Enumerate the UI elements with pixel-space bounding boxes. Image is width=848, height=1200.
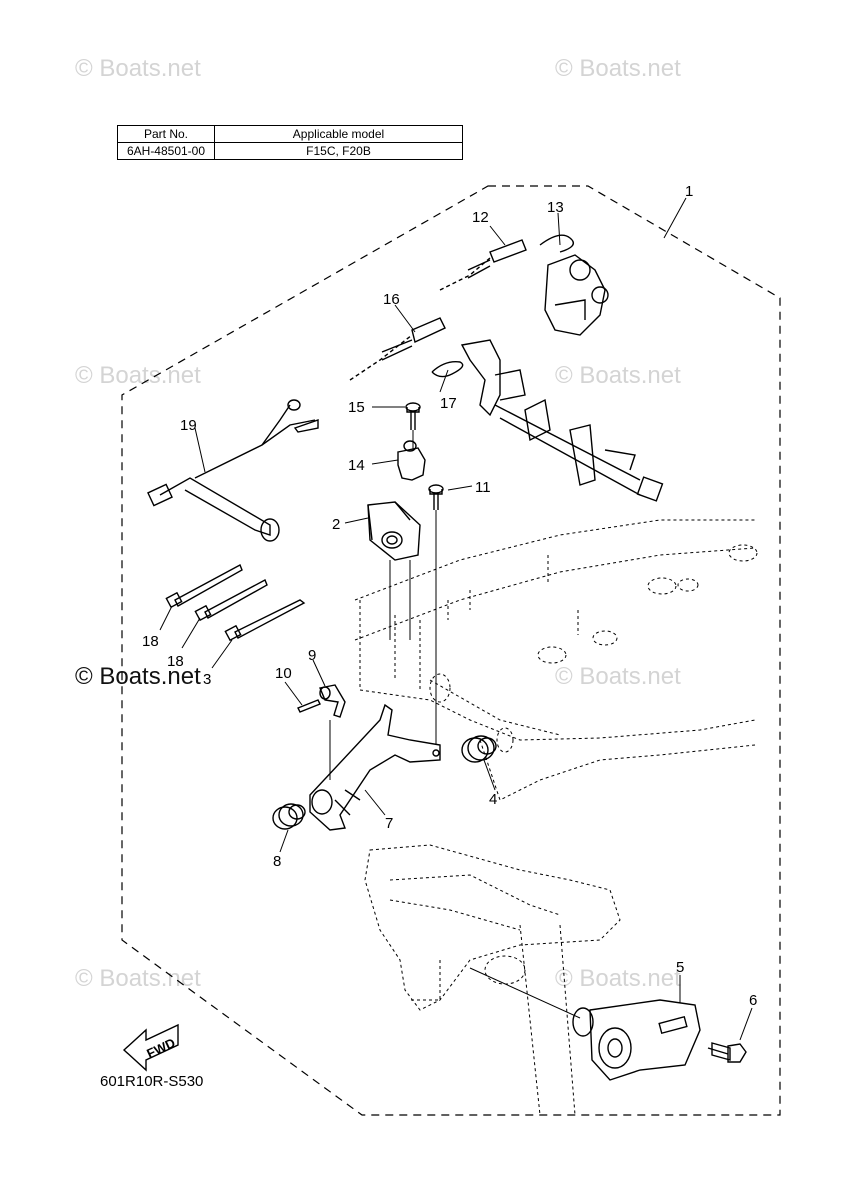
callout-10: 10 bbox=[275, 665, 292, 682]
watermark-dark: © Boats.net bbox=[75, 663, 201, 690]
part-19-harness bbox=[147, 399, 319, 542]
callout-18: 18 bbox=[142, 633, 159, 650]
callout-14: 14 bbox=[348, 457, 365, 474]
table-row: 6AH-48501-00 F15C, F20B bbox=[117, 142, 463, 160]
callout-11: 11 bbox=[475, 479, 491, 496]
part-5-bracket bbox=[572, 999, 701, 1081]
callout-12: 12 bbox=[472, 209, 489, 226]
part-16-cable-joint bbox=[349, 317, 446, 381]
diagram-code: 601R10R-S530 bbox=[100, 1073, 204, 1090]
fwd-arrow-icon bbox=[122, 1023, 179, 1072]
assembly-boundary bbox=[121, 185, 781, 1116]
callout-18: 18 bbox=[167, 653, 184, 670]
callout-6: 6 bbox=[749, 992, 757, 1009]
callout-4: 4 bbox=[489, 791, 497, 808]
shift-lever bbox=[460, 339, 664, 502]
part-7-bracket bbox=[309, 703, 441, 831]
part-15-bolt bbox=[405, 402, 421, 430]
part-8-grommet bbox=[272, 803, 306, 830]
bottom-cowling bbox=[354, 519, 758, 801]
part-3-cable-tie bbox=[224, 599, 306, 642]
callout-1: 1 bbox=[685, 183, 693, 200]
part-9-clip bbox=[319, 684, 346, 718]
swivel-bracket bbox=[364, 844, 621, 1116]
callout-8: 8 bbox=[273, 853, 281, 870]
part-11-bolt bbox=[428, 484, 444, 510]
part-12-cable-joint bbox=[439, 239, 527, 291]
callout-13: 13 bbox=[547, 199, 564, 216]
model-cell: F15C, F20B bbox=[214, 142, 463, 160]
part-17-clip bbox=[431, 361, 464, 378]
part-6-bolt bbox=[707, 1042, 747, 1063]
applicable-model-table: Part No. Applicable model 6AH-48501-00 F… bbox=[117, 125, 463, 160]
callout-19: 19 bbox=[180, 417, 197, 434]
part-4-grommet bbox=[461, 735, 497, 763]
part-10-pin bbox=[297, 699, 321, 713]
callout-5: 5 bbox=[676, 959, 684, 976]
callout-numbers: 1 2 3 4 5 6 7 8 9 10 11 12 13 14 15 16 1… bbox=[142, 183, 757, 1009]
callout-leaders bbox=[159, 197, 753, 1041]
callout-7: 7 bbox=[385, 815, 393, 832]
guide-lines bbox=[329, 430, 581, 1019]
part-14-holder bbox=[397, 440, 426, 481]
part-18-cable-tie bbox=[194, 579, 268, 622]
part-2-damper bbox=[367, 501, 421, 561]
callout-3: 3 bbox=[203, 671, 211, 688]
callout-2: 2 bbox=[332, 516, 340, 533]
throttle-lever bbox=[544, 254, 609, 336]
callout-16: 16 bbox=[383, 291, 400, 308]
callout-17: 17 bbox=[440, 395, 457, 412]
part-13-clip bbox=[539, 234, 574, 253]
part-18-cable-tie bbox=[165, 564, 243, 609]
callout-15: 15 bbox=[348, 399, 365, 416]
callout-9: 9 bbox=[308, 647, 316, 664]
part-number-cell: 6AH-48501-00 bbox=[117, 142, 215, 160]
